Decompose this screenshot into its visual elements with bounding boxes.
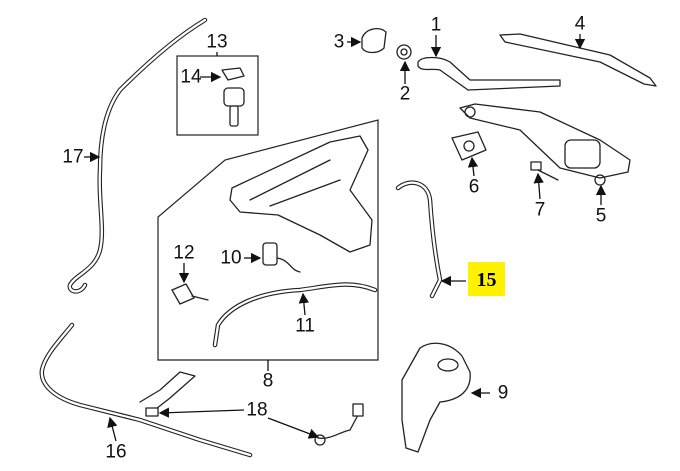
part-8-box (157, 119, 379, 361)
callout-3: 3 (334, 32, 345, 53)
part-18-connector-left[interactable] (139, 371, 196, 417)
part-12-sensor[interactable] (171, 283, 209, 305)
callout-4: 4 (575, 14, 586, 35)
callout-2: 2 (400, 84, 411, 105)
part-5-wiper-motor[interactable] (459, 103, 631, 186)
part-17-hose[interactable] (67, 17, 208, 294)
callout-16: 16 (105, 442, 126, 463)
part-7-bolt[interactable] (530, 161, 559, 181)
callout-6: 6 (469, 177, 480, 198)
part-1-wiper-arm[interactable] (417, 56, 561, 91)
callout-1: 1 (431, 15, 442, 36)
callout-12: 12 (173, 243, 194, 264)
callout-14: 14 (180, 67, 202, 88)
callout-13: 13 (206, 32, 227, 53)
callout-18: 18 (246, 400, 267, 421)
part-14-nozzle[interactable] (221, 67, 245, 127)
leader-lines (84, 34, 607, 442)
washer-reservoir[interactable] (229, 135, 373, 253)
callout-10: 10 (220, 248, 241, 269)
callout-8: 8 (263, 371, 274, 392)
part-18-connector-right[interactable] (314, 403, 364, 446)
part-2-nut[interactable] (396, 44, 412, 60)
part-10-pump[interactable] (262, 242, 301, 273)
callout-11: 11 (295, 316, 315, 337)
highlighted-callout-15[interactable]: 15 (468, 262, 505, 296)
callout-17: 17 (62, 147, 83, 168)
callout-15: 15 (477, 269, 497, 291)
part-3-cap[interactable] (361, 27, 387, 54)
part-6-grommet[interactable] (451, 131, 487, 161)
callout-5: 5 (596, 206, 607, 227)
highlight-box (468, 262, 505, 296)
part-15-hose[interactable] (395, 180, 443, 299)
part-9-filler-neck[interactable] (401, 342, 471, 453)
callout-7: 7 (535, 200, 546, 221)
part-16-hose[interactable] (39, 322, 253, 458)
part-4-wiper-blade[interactable] (499, 33, 657, 87)
part-11-hose[interactable] (212, 282, 378, 348)
callout-9: 9 (498, 383, 509, 404)
